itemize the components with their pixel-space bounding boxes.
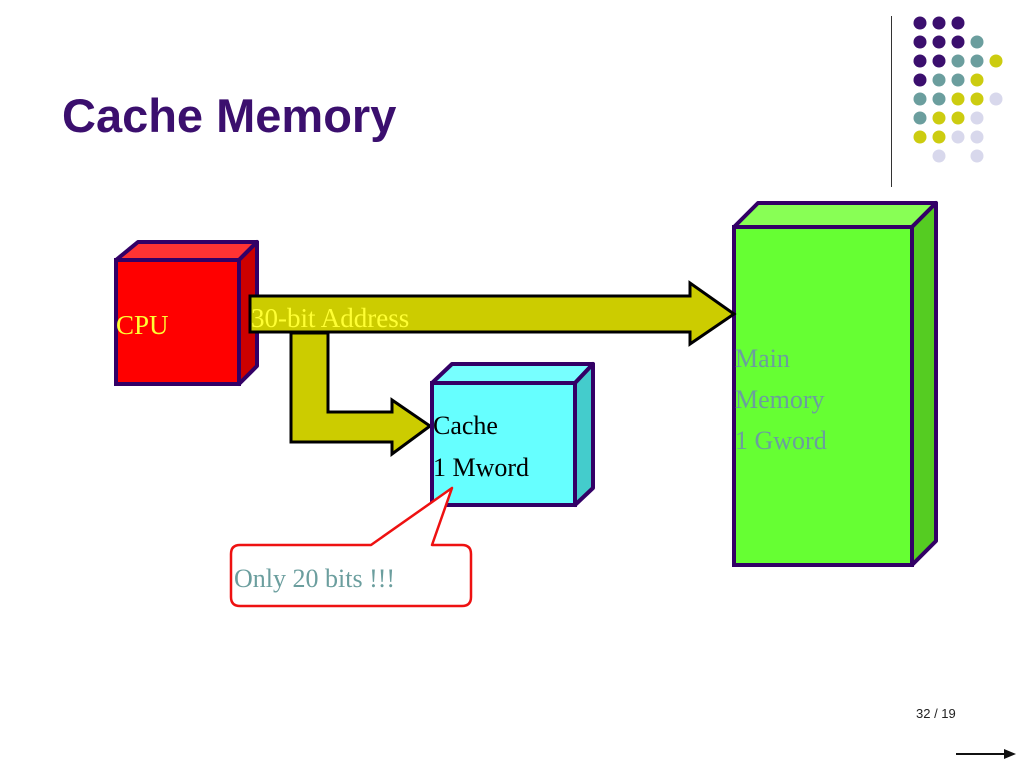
decorative-dot-grid — [913, 16, 1003, 163]
decor-dot-lavender — [970, 149, 984, 163]
decor-dot-teal — [951, 73, 965, 87]
decor-dot-purple — [932, 16, 946, 30]
cache-front-face — [430, 381, 577, 507]
page-indicator: 32 / 19 — [916, 706, 956, 721]
decor-dot-teal — [970, 35, 984, 49]
decor-dot-purple — [932, 35, 946, 49]
decor-dot-purple — [913, 73, 927, 87]
decor-dot-purple — [951, 35, 965, 49]
cache-side-face — [573, 362, 595, 507]
address-bus-label: 30-bit Address — [251, 303, 409, 333]
callout: Only 20 bits !!! — [229, 486, 473, 608]
decor-dot-purple — [932, 54, 946, 68]
decor-dot-purple — [951, 16, 965, 30]
decor-dot-lavender — [970, 111, 984, 125]
decor-dot-teal — [932, 92, 946, 106]
cpu-label: CPU — [116, 310, 169, 340]
cache-box: Cache 1 Mword — [430, 362, 595, 507]
memory-top-face — [732, 201, 938, 229]
main-memory-box: Main Memory 1 Gword — [732, 201, 938, 567]
decor-dot-teal — [932, 73, 946, 87]
decor-dot-lavender — [970, 130, 984, 144]
decor-dot-yellow — [970, 73, 984, 87]
callout-bubble — [229, 486, 473, 608]
arrow-right-icon[interactable] — [954, 746, 1020, 762]
callout-text: Only 20 bits !!! — [234, 564, 395, 593]
decor-dot-purple — [913, 54, 927, 68]
memory-label-line1: Main — [735, 344, 790, 373]
decor-dot-purple — [913, 16, 927, 30]
decor-dot-lavender — [951, 130, 965, 144]
memory-label-line2: Memory — [735, 385, 825, 414]
decor-dot-lavender — [989, 92, 1003, 106]
memory-label-line3: 1 Gword — [735, 426, 827, 455]
cache-branch-arrow — [289, 331, 433, 457]
memory-front-face — [732, 225, 914, 567]
decor-dot-yellow — [951, 92, 965, 106]
cpu-front-face — [114, 258, 241, 386]
memory-side-face — [910, 201, 938, 567]
decor-dot-yellow — [970, 92, 984, 106]
decor-dot-yellow — [932, 130, 946, 144]
decor-dot-teal — [970, 54, 984, 68]
cache-label-line1: Cache — [433, 411, 498, 440]
decor-dot-yellow — [932, 111, 946, 125]
decor-dot-lavender — [932, 149, 946, 163]
decor-dot-yellow — [989, 54, 1003, 68]
cpu-box: CPU — [114, 240, 259, 386]
cpu-top-face — [114, 240, 259, 262]
slide-title: Cache Memory — [62, 89, 397, 142]
cache-top-face — [430, 362, 595, 385]
decor-dot-yellow — [913, 130, 927, 144]
decor-dot-teal — [913, 92, 927, 106]
decor-dot-teal — [951, 54, 965, 68]
decor-dot-purple — [913, 35, 927, 49]
header-divider — [891, 16, 892, 187]
decor-dot-yellow — [951, 111, 965, 125]
decor-dot-teal — [913, 111, 927, 125]
cache-label-line2: 1 Mword — [433, 453, 529, 482]
